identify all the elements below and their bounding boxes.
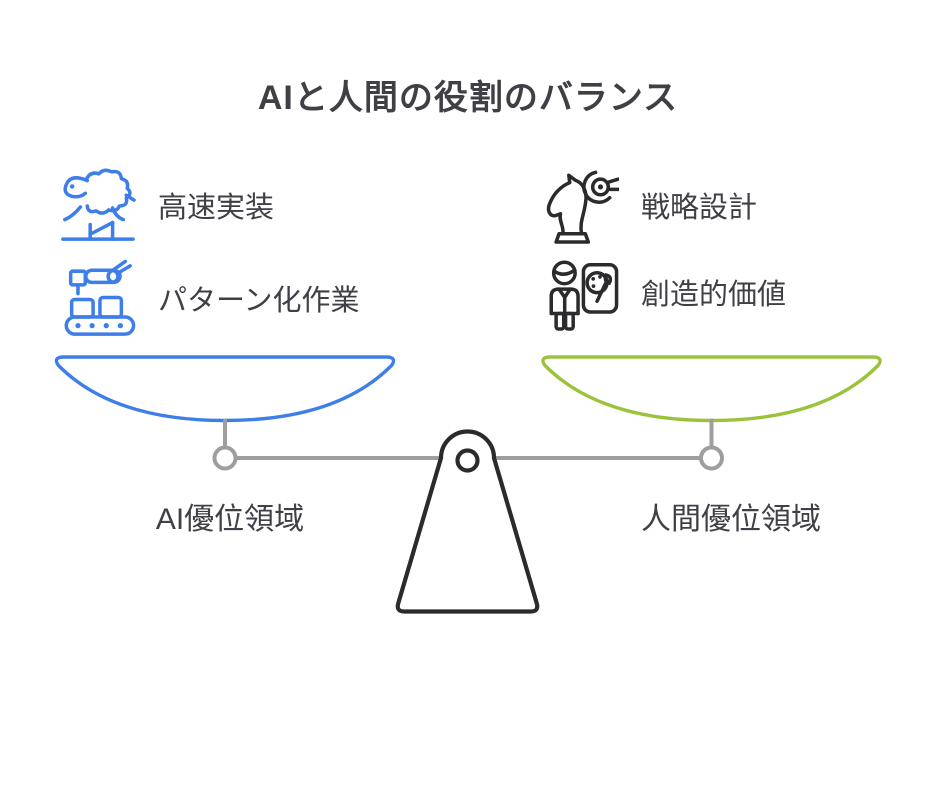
- painter-palette-icon: [549, 260, 619, 331]
- human-pan-label: 人間優位領域: [641, 503, 821, 536]
- human-feature-label-1: 戦略設計: [641, 192, 758, 224]
- human-feature-label-2: 創造的価値: [641, 279, 787, 311]
- sheep-jumping-hurdle-icon: [61, 168, 136, 241]
- human-feature-row-2: 創造的価値: [541, 252, 786, 332]
- ai-feature-row-1: 高速実装: [58, 165, 274, 245]
- human-feature-row-1: 戦略設計: [541, 165, 757, 245]
- balance-scale: [54, 355, 882, 614]
- robot-arm-conveyor-icon: [64, 259, 136, 336]
- chess-knight-strategy-icon: [546, 170, 619, 244]
- left-joint-circle: [212, 445, 238, 471]
- ai-feature-row-2: パターン化作業: [58, 258, 360, 338]
- fulcrum: [395, 429, 540, 614]
- fulcrum-hole: [455, 448, 480, 473]
- ai-pan-label: AI優位領域: [155, 503, 305, 536]
- ai-feature-label-1: 高速実装: [158, 192, 275, 224]
- human-pan: [541, 355, 882, 423]
- ai-feature-label-2: パターン化作業: [158, 285, 360, 317]
- right-joint-circle: [699, 445, 724, 471]
- ai-pan: [54, 355, 396, 423]
- page-title: AIと人間の役割のバランス: [257, 79, 679, 117]
